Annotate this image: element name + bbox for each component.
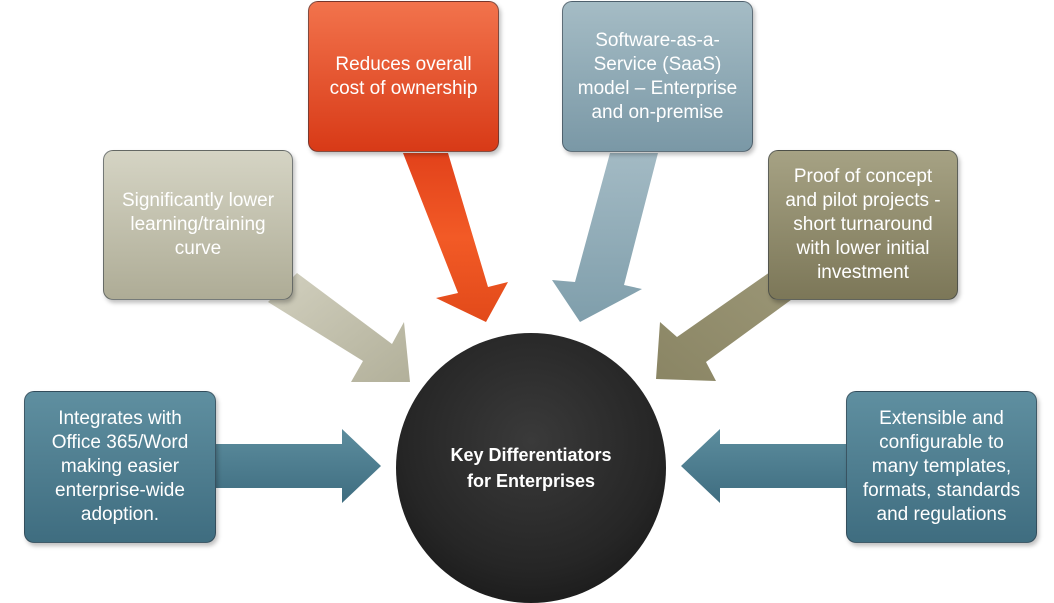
differentiator-office-integration: Integrates with Office 365/Word making e… [24, 391, 216, 543]
differentiator-lower-learning-curve: Significantly lower learning/training cu… [103, 150, 293, 300]
arrow-right-top [656, 272, 795, 381]
center-circle: Key Differentiators for Enterprises [396, 333, 666, 603]
arrow-left-bottom [215, 429, 381, 503]
differentiator-reduced-cost: Reduces overall cost of ownership [308, 1, 499, 152]
center-label: Key Differentiators for Enterprises [450, 445, 612, 491]
differentiator-saas-model: Software-as-a- Service (SaaS) model – En… [562, 1, 753, 152]
arrow-top-left [403, 153, 508, 322]
arrow-left-top [268, 273, 410, 382]
arrow-top-right [552, 153, 658, 322]
differentiator-proof-of-concept: Proof of concept and pilot projects - sh… [768, 150, 958, 300]
arrow-right-bottom [681, 429, 847, 503]
differentiator-extensible: Extensible and configurable to many temp… [846, 391, 1037, 543]
